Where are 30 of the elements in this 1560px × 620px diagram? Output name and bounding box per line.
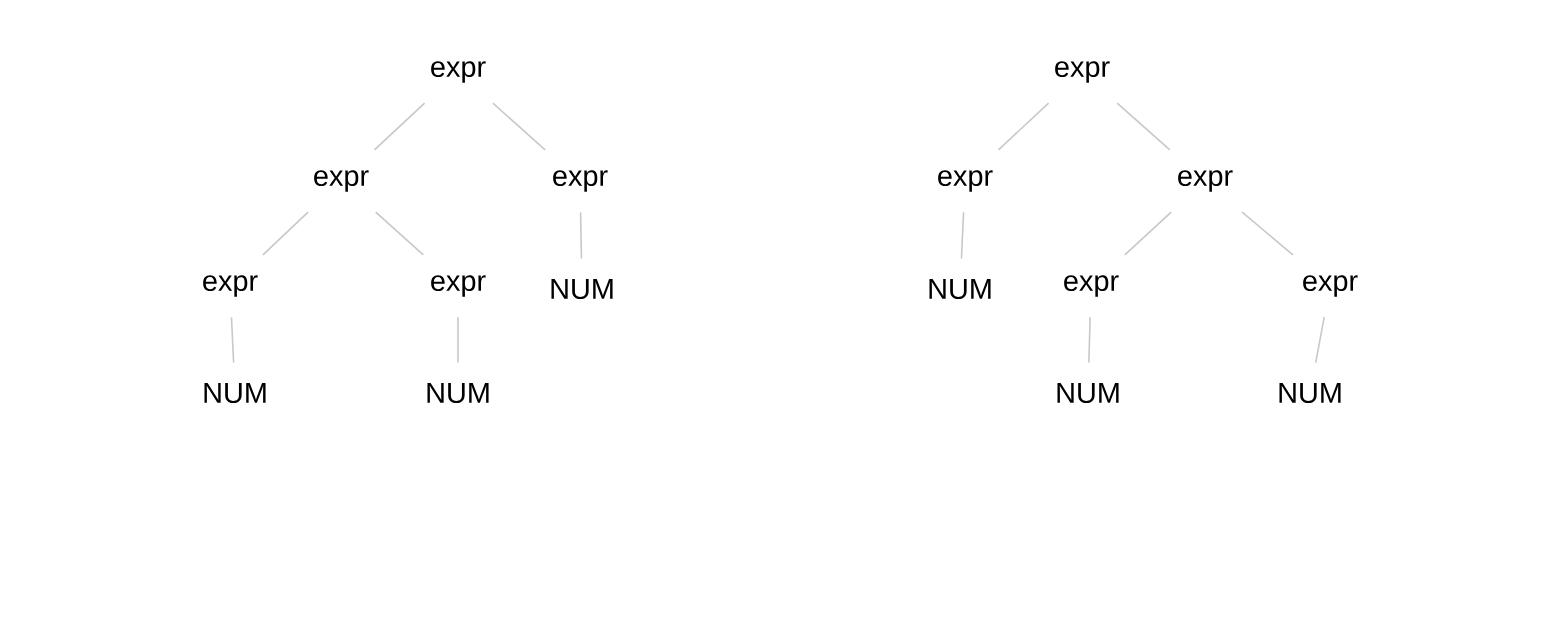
tree-node-label: expr	[1055, 61, 1110, 83]
tree-node-label: NUM	[551, 278, 613, 300]
tree-node-label: NUM	[1279, 382, 1341, 404]
tree-branch-line	[457, 316, 459, 364]
tree-node-label: expr	[1064, 275, 1119, 297]
tree-node-label: NUM	[929, 278, 991, 300]
tree-branch-line	[997, 102, 1050, 151]
tree-branch-line	[1088, 316, 1091, 364]
tree-node-label: expr	[1303, 275, 1358, 297]
tree-branch-line	[230, 316, 235, 364]
tree-node-label: expr	[553, 170, 608, 192]
tree-branch-line	[373, 102, 426, 151]
tree-branch-line	[960, 211, 965, 260]
tree-branch-line	[1241, 211, 1294, 256]
tree-node-label: expr	[938, 170, 993, 192]
tree-node-label: NUM	[427, 382, 489, 404]
tree-branch-line	[1314, 316, 1325, 364]
tree-node-label: expr	[203, 275, 258, 297]
tree-node-label: expr	[431, 275, 486, 297]
tree-branch-line	[262, 211, 309, 256]
tree-node-label: NUM	[204, 382, 266, 404]
tree-node-label: expr	[314, 170, 369, 192]
tree-node-label: expr	[431, 61, 486, 83]
tree-branch-line	[579, 211, 583, 260]
tree-branch-line	[1116, 102, 1171, 151]
tree-node-label: NUM	[1057, 382, 1119, 404]
tree-branch-line	[374, 211, 425, 256]
tree-branch-line	[492, 102, 546, 151]
tree-branch-line	[1124, 211, 1172, 256]
tree-node-label: expr	[1178, 170, 1233, 192]
